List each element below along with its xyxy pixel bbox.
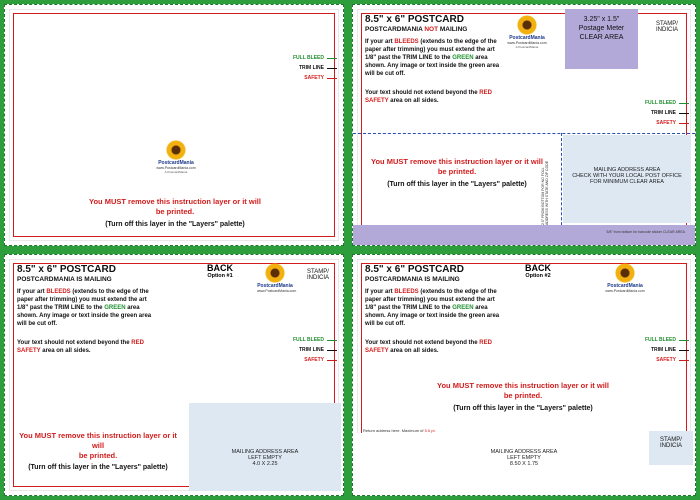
instruction-note: You MUST remove this instruction layer o… <box>437 381 609 412</box>
instruction-note: You MUST remove this instruction layer o… <box>89 197 261 228</box>
postcardmania-logo: PostcardMania www.PostcardMania.com <box>605 263 645 293</box>
trim-line-label: TRIM LINE <box>299 65 324 71</box>
safety-label: SAFETY <box>304 75 324 81</box>
full-bleed-label: FULL BLEED <box>292 55 324 61</box>
mailing-status: POSTCARDMANIA NOT MAILING <box>365 26 468 33</box>
panel-back-option-1: 8.5" x 6" POSTCARD POSTCARDMANIA IS MAIL… <box>4 254 344 496</box>
mailing-address-area: MAILING ADDRESS AREA LEFT EMPTY 8.50 X 1… <box>357 433 691 491</box>
full-bleed-label: FULL BLEED <box>644 100 676 106</box>
stamp-indicia-label: STAMP/ INDICIA <box>306 269 329 281</box>
full-bleed-label: FULL BLEED <box>292 337 324 343</box>
safety-label: SAFETY <box>304 357 324 363</box>
trim-line-label: TRIM LINE <box>651 110 676 116</box>
postcardmania-logo: PostcardMania www.PostcardMania.com <box>257 263 296 293</box>
mailing-status: POSTCARDMANIA IS MAILING <box>17 276 112 283</box>
line-legend: FULL BLEED TRIM LINE SAFETY <box>293 335 337 365</box>
mailing-status: POSTCARDMANIA IS MAILING <box>365 276 460 283</box>
stamp-indicia-label: STAMP/ INDICIA <box>649 431 693 465</box>
postcard-title: 8.5" x 6" POSTCARD <box>17 264 116 275</box>
instruction-note: You MUST remove this instruction layer o… <box>371 157 543 188</box>
barcode-clear-band <box>353 225 695 245</box>
safety-instructions: Your text should not extend beyond the R… <box>17 340 144 355</box>
postcard-title: 8.5" x 6" POSTCARD <box>365 264 464 275</box>
full-bleed-label: FULL BLEED <box>644 337 676 343</box>
back-option-label: BACK Option #1 <box>207 263 233 279</box>
panel-front-blank: FULL BLEED TRIM LINE SAFETY PostcardMani… <box>4 4 344 246</box>
bleed-instructions: If your art BLEEDS (extends to the edge … <box>365 39 500 78</box>
trim-line-label: TRIM LINE <box>299 347 324 353</box>
bleed-instructions: If your art BLEEDS (extends to the edge … <box>17 289 152 328</box>
postcardmania-logo: PostcardMania www.PostcardMania.com A Po… <box>153 140 199 174</box>
postage-meter-area: 3.25" x 1.5" Postage Meter CLEAR AREA <box>565 9 638 69</box>
trim-line-label: TRIM LINE <box>651 347 676 353</box>
address-zone-vertical <box>561 133 562 245</box>
line-legend: FULL BLEED TRIM LINE SAFETY <box>645 98 689 128</box>
back-option-label: BACK Option #2 <box>525 263 551 279</box>
safety-label: SAFETY <box>656 357 676 363</box>
address-zone-divider <box>353 133 695 134</box>
return-address-note: Return address here. Maximum of 5.5 pt. <box>363 428 436 433</box>
postcardmania-logo: PostcardMania www.PostcardMania.com A Po… <box>503 15 551 49</box>
stamp-indicia-label: STAMP/ INDICIA <box>655 21 678 33</box>
instruction-note: You MUST remove this instruction layer o… <box>19 431 177 472</box>
safety-label: SAFETY <box>656 120 676 126</box>
safety-instructions: Your text should not extend beyond the R… <box>365 340 492 355</box>
panel-back-option-2: 8.5" x 6" POSTCARD POSTCARDMANIA IS MAIL… <box>352 254 696 496</box>
postcard-title: 8.5" x 6" POSTCARD <box>365 14 464 25</box>
sunflower-icon <box>615 263 635 283</box>
barcode-note: 5/8" from bottom for barcode sticker CLE… <box>606 230 685 234</box>
sunflower-icon <box>166 140 186 160</box>
safety-instructions: Your text should not extend beyond the R… <box>365 90 492 105</box>
panel-not-mailing: 8.5" x 6" POSTCARD POSTCARDMANIA NOT MAI… <box>352 4 696 246</box>
mailing-address-area: MAILING ADDRESS AREA CHECK WITH YOUR LOC… <box>563 135 691 223</box>
sunflower-icon <box>517 15 537 35</box>
sunflower-icon <box>265 263 285 283</box>
line-legend: FULL BLEED TRIM LINE SAFETY <box>293 53 337 83</box>
line-legend: FULL BLEED TRIM LINE SAFETY <box>645 335 689 365</box>
bleed-instructions: If your art BLEEDS (extends to the edge … <box>365 289 500 328</box>
mailing-address-area: MAILING ADDRESS AREA LEFT EMPTY 4.0 X 2.… <box>189 403 341 491</box>
